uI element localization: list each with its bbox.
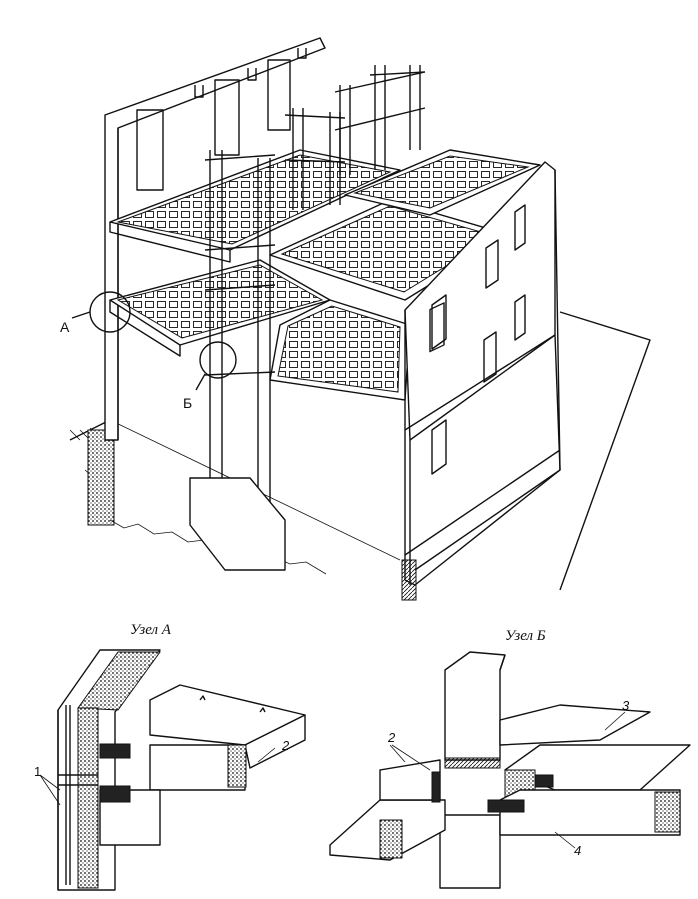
detail-b-label-3: 3 [622,698,630,713]
column-frame-back [334,65,426,175]
callout-circle-b [199,341,237,379]
callout-label-a: А [60,319,70,335]
callout-label-b: Б [183,395,192,411]
building-isometric [69,37,651,601]
detail-b-title: Узел Б [505,628,546,644]
floor-slab-upper [109,149,401,263]
detail-a-label-2: 2 [281,738,290,753]
column-frame-front [189,150,286,571]
detail-b-label-2: 2 [387,730,396,745]
detail-a-label-1: 1 [34,764,41,779]
detail-b-label-4: 4 [574,843,581,858]
column-frame-mid [284,108,346,210]
floor-slab-front [269,149,541,401]
detail-a-drawing [39,649,306,891]
detail-b-drawing [329,651,691,889]
detail-a-title: Узел А [130,622,172,638]
facade-wall [401,161,561,601]
